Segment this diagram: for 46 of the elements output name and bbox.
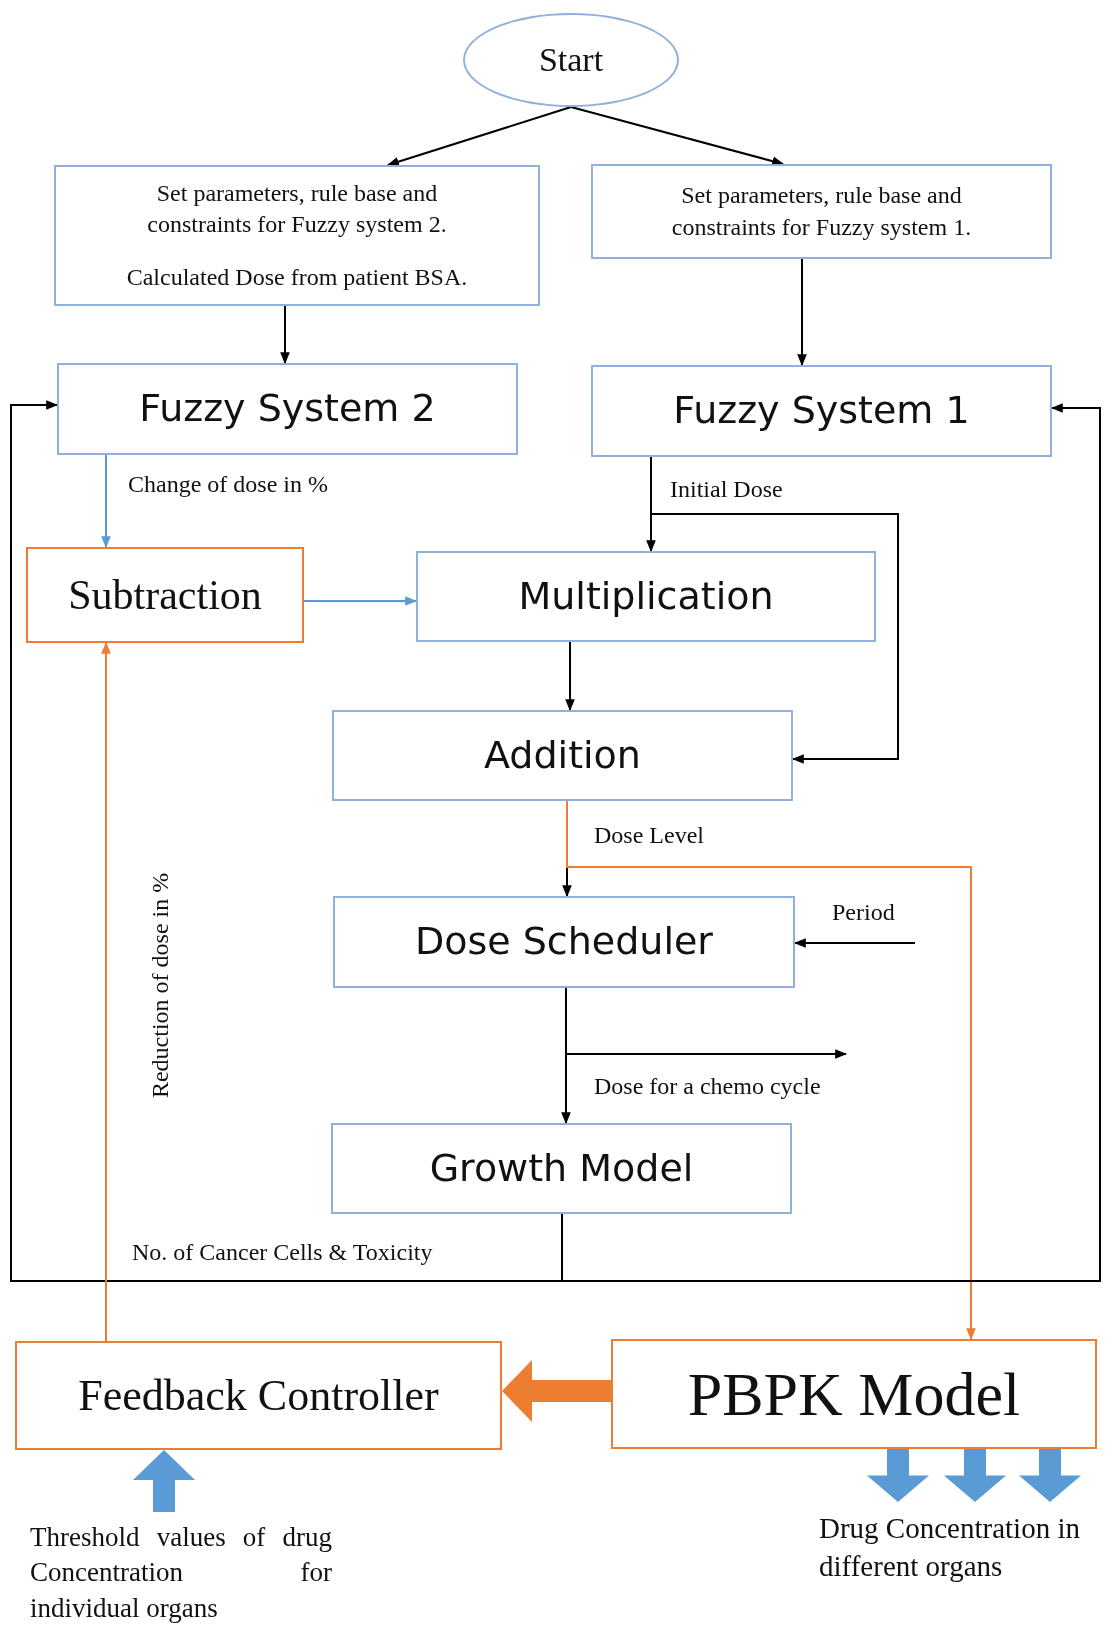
arrow [101, 641, 111, 1342]
box-label: Feedback Controller [77, 1369, 440, 1422]
box-label: Set parameters, rule base and constraints for Fuzzy system 2. [146, 178, 448, 239]
arrow [565, 987, 848, 1059]
note-text: Threshold values of drug Concentration for individual organs [29, 1521, 333, 1625]
note-text: Drug Concentration in different organs [818, 1511, 1081, 1584]
arrow [650, 456, 899, 764]
box-label: PBPK Model [686, 1358, 1022, 1430]
arrow [793, 938, 916, 948]
process-box [591, 164, 1052, 259]
process-box [333, 896, 795, 988]
box-label: Dose Scheduler [414, 918, 714, 966]
arrow [561, 403, 1101, 1282]
arrow [386, 106, 572, 167]
arrow [280, 305, 290, 365]
block-arrow [1019, 1449, 1081, 1502]
process-box [611, 1339, 1097, 1449]
box-label: Growth Model [428, 1144, 695, 1192]
block-arrow [502, 1360, 611, 1422]
process-box [57, 363, 518, 455]
box-label: Set parameters, rule base and constraints for Fuzzy system 1. [670, 181, 973, 242]
box-label: Start [537, 39, 605, 80]
block-arrow [133, 1450, 195, 1512]
box-label: Fuzzy System 2 [138, 385, 437, 433]
process-box [332, 710, 793, 801]
arrow [101, 454, 111, 549]
process-box [26, 547, 304, 643]
box-label: Calculated Dose from patient BSA. [125, 263, 469, 293]
process-box [331, 1123, 792, 1214]
arrow [797, 258, 807, 367]
arrow [565, 641, 575, 712]
arrow [303, 596, 418, 606]
process-box [591, 365, 1052, 457]
box-label: Addition [483, 731, 642, 779]
process-box [416, 551, 876, 642]
box-label: Subtraction [67, 570, 263, 620]
arrow [570, 106, 785, 166]
box-label: Multiplication [517, 572, 775, 620]
block-arrow [867, 1449, 929, 1502]
box-label: Fuzzy System 1 [672, 387, 971, 435]
arrow [566, 800, 976, 1341]
block-arrow [944, 1449, 1006, 1502]
terminal-ellipse [463, 13, 679, 107]
process-box [54, 165, 540, 306]
arrow [10, 400, 563, 1282]
process-box [15, 1341, 502, 1450]
